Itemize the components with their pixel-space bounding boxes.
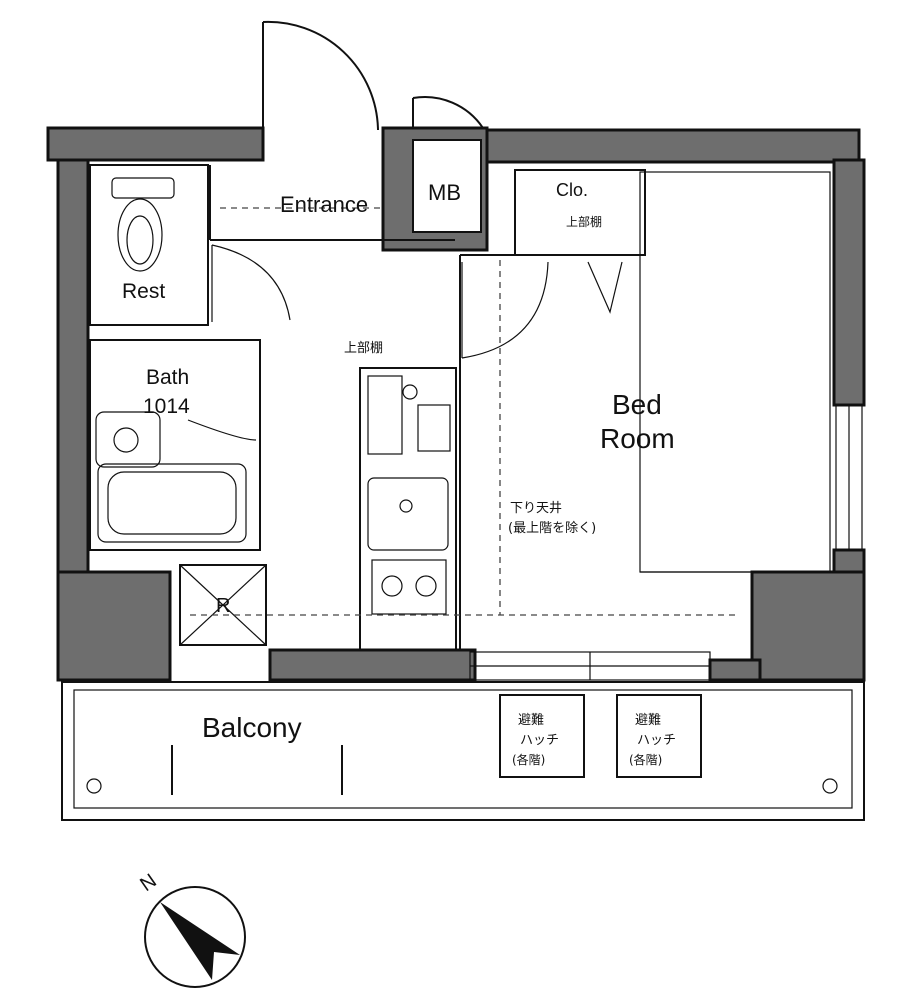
- bottom-right-pillar: [750, 570, 866, 682]
- entrance-door-arc: [262, 20, 379, 131]
- washbasin-icon: [95, 411, 161, 468]
- hatch-1-line2: ハッチ: [520, 733, 559, 748]
- bedroom-inner-line: [639, 171, 831, 573]
- hatch-2-line1: 避難: [635, 713, 661, 728]
- faucet-icon: [402, 384, 418, 400]
- hatch-1-line1: 避難: [518, 713, 544, 728]
- mb-door-arc: [412, 96, 484, 129]
- room-labels: Entrance MB Clo. Rest Bath 1014 Bed Room…: [122, 180, 675, 743]
- mb-room: [412, 139, 482, 233]
- top-wall-left: [46, 126, 265, 162]
- bedroom-door-arc: [461, 261, 549, 359]
- bath-door-arc: [187, 419, 257, 441]
- lowered-ceiling-lines: [190, 207, 740, 616]
- bottom-wall-mid: [268, 648, 477, 682]
- bedroom-label-line1: Bed: [612, 389, 662, 420]
- bath-label: Bath: [146, 366, 189, 389]
- balcony: [61, 681, 865, 821]
- upper-storage-note: 上部棚: [344, 341, 383, 356]
- closet-upper-storage-note: 上部棚: [566, 214, 602, 229]
- hatch-2-line2: ハッチ: [637, 733, 676, 748]
- toilet-icon: [111, 177, 175, 272]
- interior-walls: [89, 164, 863, 681]
- compass: N: [136, 870, 246, 988]
- entrance-label: Entrance: [280, 192, 368, 217]
- bath-room-walls: [89, 339, 261, 551]
- escape-hatch-2: [616, 694, 702, 778]
- fixtures: [95, 177, 457, 651]
- bottom-wall-right: [708, 658, 762, 682]
- closet-label: Clo.: [556, 180, 588, 200]
- doors: [187, 20, 623, 441]
- bathtub-icon: [97, 463, 247, 543]
- balcony-outline: [61, 681, 865, 821]
- notes: 上部棚 上部棚 下り天井 (最上階を除く): [344, 214, 602, 536]
- rest-label: Rest: [122, 280, 165, 303]
- rest-door-arc: [211, 244, 291, 321]
- stove-icon: [371, 559, 447, 615]
- kitchen-counter: [359, 367, 457, 651]
- north-arrow-icon: [160, 902, 240, 980]
- north-letter: N: [136, 870, 160, 896]
- lowered-ceiling-note-line2: (最上階を除く): [508, 521, 596, 536]
- lowered-ceiling-note-line1: 下り天井: [510, 501, 562, 516]
- refrigerator-label: R: [216, 595, 230, 617]
- sink-icon: [367, 477, 449, 551]
- bedroom-label-line2: Room: [600, 423, 675, 454]
- rest-room-walls: [89, 164, 209, 326]
- closet-door-arc: [587, 261, 623, 314]
- refrigerator-space: [179, 564, 267, 646]
- bottom-left-pillar: [56, 570, 172, 682]
- bath-size-label: 1014: [143, 395, 190, 418]
- compass-circle: [144, 886, 246, 988]
- hatch-1-line3: (各階): [512, 752, 545, 767]
- hatch-labels: 避難 ハッチ (各階) 避難 ハッチ (各階): [512, 713, 676, 767]
- hatch-2-line3: (各階): [629, 752, 662, 767]
- top-wall-right: [485, 128, 861, 164]
- right-wall-upper: [832, 158, 866, 407]
- balcony-label: Balcony: [202, 712, 302, 743]
- mb-label: MB: [428, 180, 461, 205]
- closet-box: [514, 169, 646, 256]
- outer-walls: [46, 126, 866, 682]
- escape-hatch-1: [499, 694, 585, 778]
